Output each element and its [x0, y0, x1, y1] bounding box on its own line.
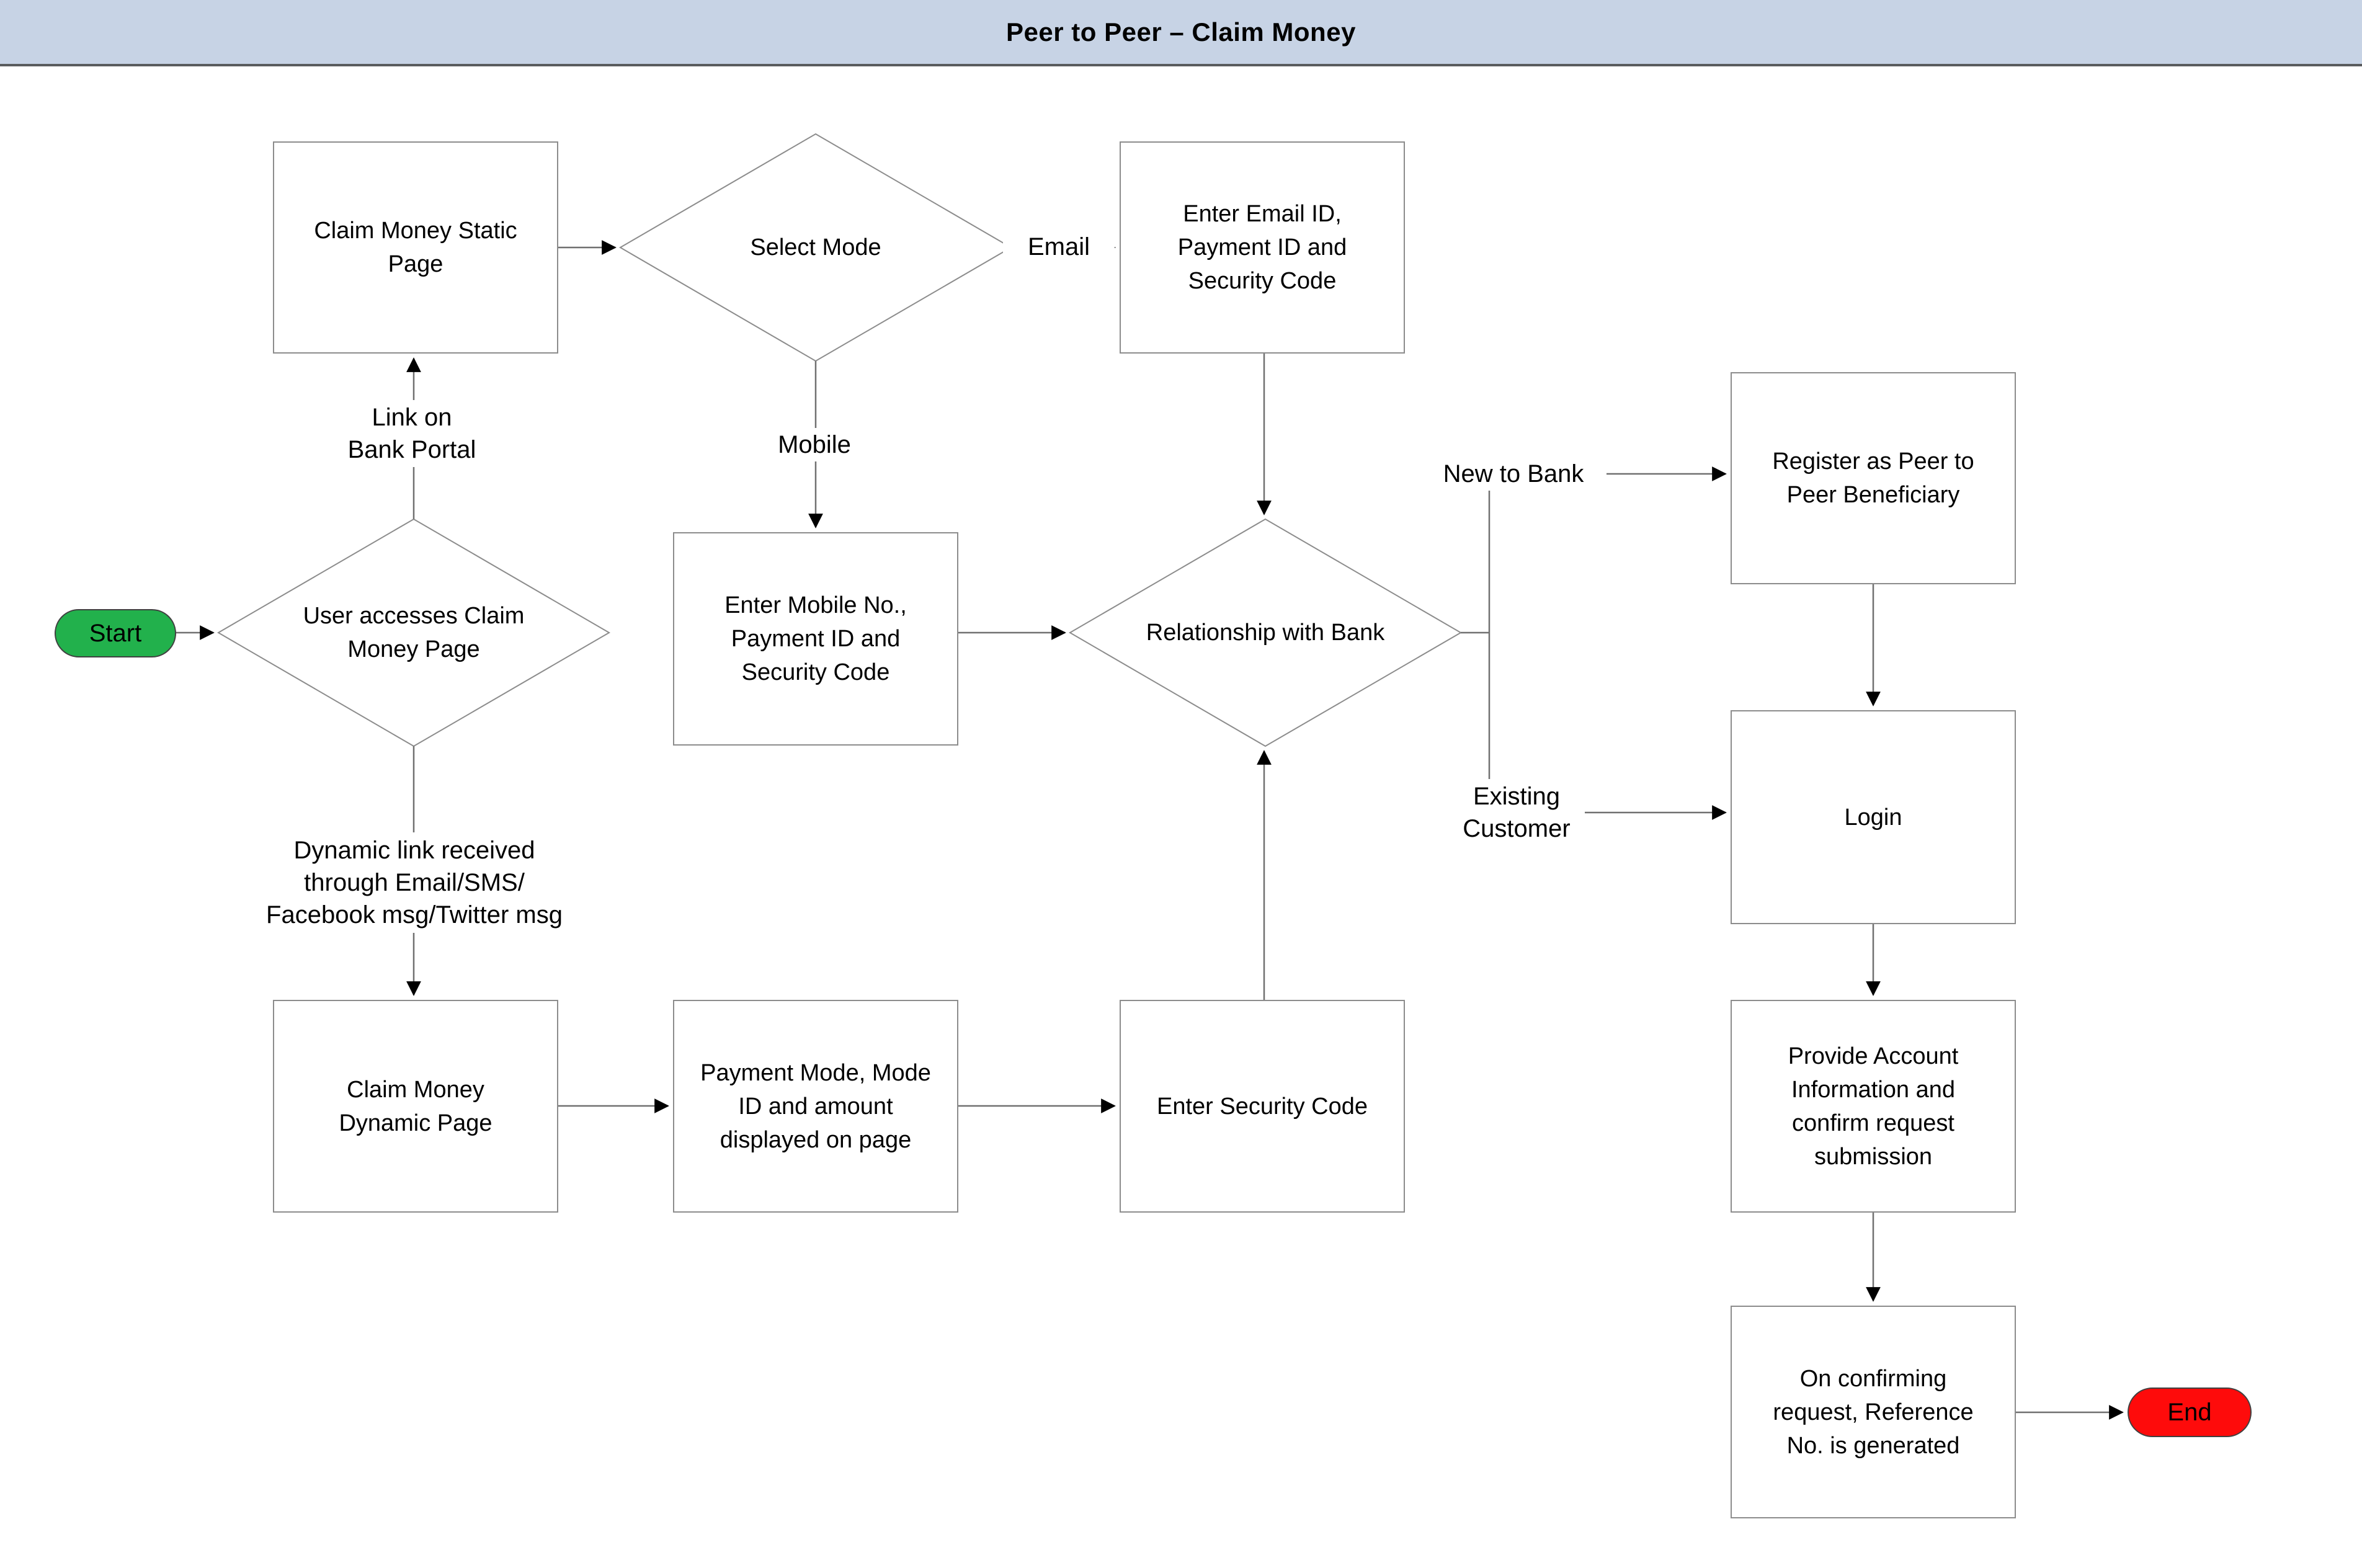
- node-enter-security-code: Enter Security Code: [1120, 1000, 1405, 1213]
- node-payment-mode-displayed: Payment Mode, Mode ID and amount display…: [673, 1000, 958, 1213]
- node-enter-security-code-label: Enter Security Code: [1156, 1093, 1368, 1120]
- node-register-beneficiary-label: Register as Peer to Peer Beneficiary: [1772, 448, 1974, 508]
- node-claim-money-static-page-label: Claim Money Static Page: [314, 218, 517, 277]
- node-provide-account-info-label: Provide Account Information and confirm …: [1788, 1043, 1959, 1170]
- node-login: Login: [1731, 710, 2016, 924]
- start-node: Start: [55, 609, 176, 657]
- edge-label-dynamic-link: Dynamic link received through Email/SMS/…: [241, 832, 588, 933]
- edge-label-link-on-bank-portal: Link on Bank Portal: [300, 400, 524, 467]
- node-reference-generated: On confirming request, Reference No. is …: [1731, 1306, 2016, 1518]
- decision-diamond-shapes: [217, 133, 1462, 747]
- node-claim-money-dynamic-page-label: Claim Money Dynamic Page: [339, 1076, 492, 1136]
- node-provide-account-info: Provide Account Information and confirm …: [1731, 1000, 2016, 1213]
- node-claim-money-static-page: Claim Money Static Page: [273, 141, 558, 354]
- node-enter-mobile-label: Enter Mobile No., Payment ID and Securit…: [724, 592, 907, 685]
- node-enter-email-label: Enter Email ID, Payment ID and Security …: [1177, 201, 1347, 294]
- start-label: Start: [89, 619, 142, 647]
- page-title: Peer to Peer – Claim Money: [1006, 17, 1356, 47]
- title-bar: Peer to Peer – Claim Money: [0, 0, 2362, 66]
- end-node: End: [2128, 1388, 2252, 1437]
- node-enter-mobile: Enter Mobile No., Payment ID and Securit…: [673, 532, 958, 746]
- node-reference-generated-label: On confirming request, Reference No. is …: [1773, 1365, 1974, 1459]
- edge-label-new-to-bank: New to Bank: [1420, 457, 1607, 491]
- node-enter-email: Enter Email ID, Payment ID and Security …: [1120, 141, 1405, 354]
- relationship-diamond-shape: [1069, 518, 1462, 747]
- node-payment-mode-displayed-label: Payment Mode, Mode ID and amount display…: [700, 1059, 931, 1153]
- edge-label-email: Email: [1003, 230, 1115, 264]
- user-accesses-diamond-shape: [217, 518, 610, 747]
- end-label: End: [2167, 1398, 2212, 1426]
- node-claim-money-dynamic-page: Claim Money Dynamic Page: [273, 1000, 558, 1213]
- select-mode-diamond-shape: [619, 133, 1012, 362]
- node-register-beneficiary: Register as Peer to Peer Beneficiary: [1731, 372, 2016, 584]
- edge-label-existing-customer: Existing Customer: [1448, 779, 1585, 846]
- node-login-label: Login: [1844, 804, 1902, 831]
- edge-label-mobile: Mobile: [752, 428, 876, 461]
